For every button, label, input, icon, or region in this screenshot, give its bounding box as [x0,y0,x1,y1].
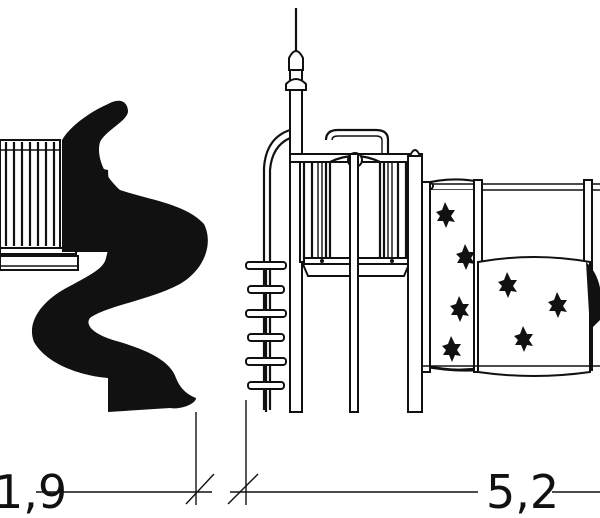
dimension-left-label: 1,9 [0,465,67,518]
climbing-wall [421,178,600,377]
climbing-ladder [245,128,291,412]
tower-panel [289,128,423,413]
dimension-lines [36,400,600,505]
spiral-slide [31,100,208,412]
dimension-right-label: 5,2 [486,465,559,518]
climbing-holds [436,202,567,362]
